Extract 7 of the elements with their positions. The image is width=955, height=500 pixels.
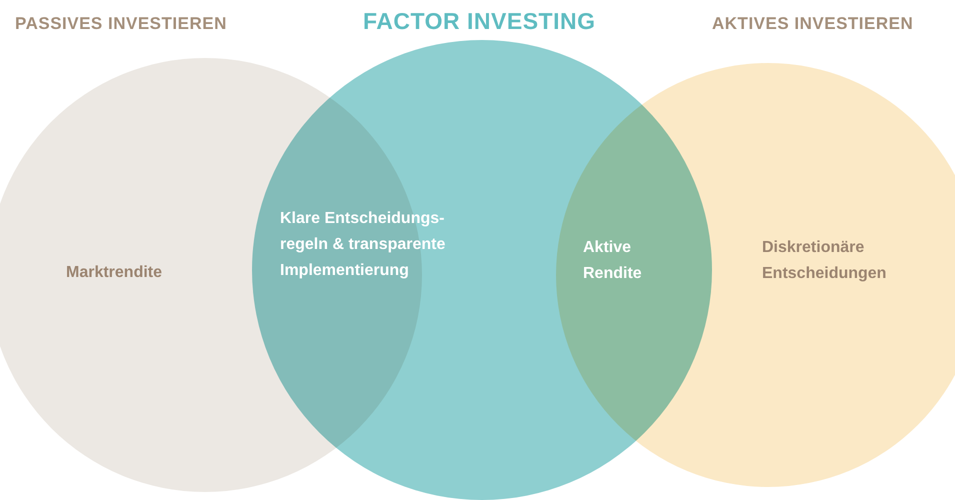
- circle-heading: FACTOR INVESTING: [363, 8, 596, 35]
- circle-heading: AKTIVES INVESTIEREN: [712, 14, 914, 34]
- circle-heading: PASSIVES INVESTIEREN: [15, 14, 227, 34]
- overlap-text: Aktive Rendite: [583, 238, 643, 284]
- circle-text: Diskretionäre Entscheidungen: [762, 238, 888, 284]
- overlap-text: Klare Entscheidungs- regeln & transparente Implementierung: [280, 209, 446, 281]
- circle-text: Marktrendite: [66, 263, 164, 283]
